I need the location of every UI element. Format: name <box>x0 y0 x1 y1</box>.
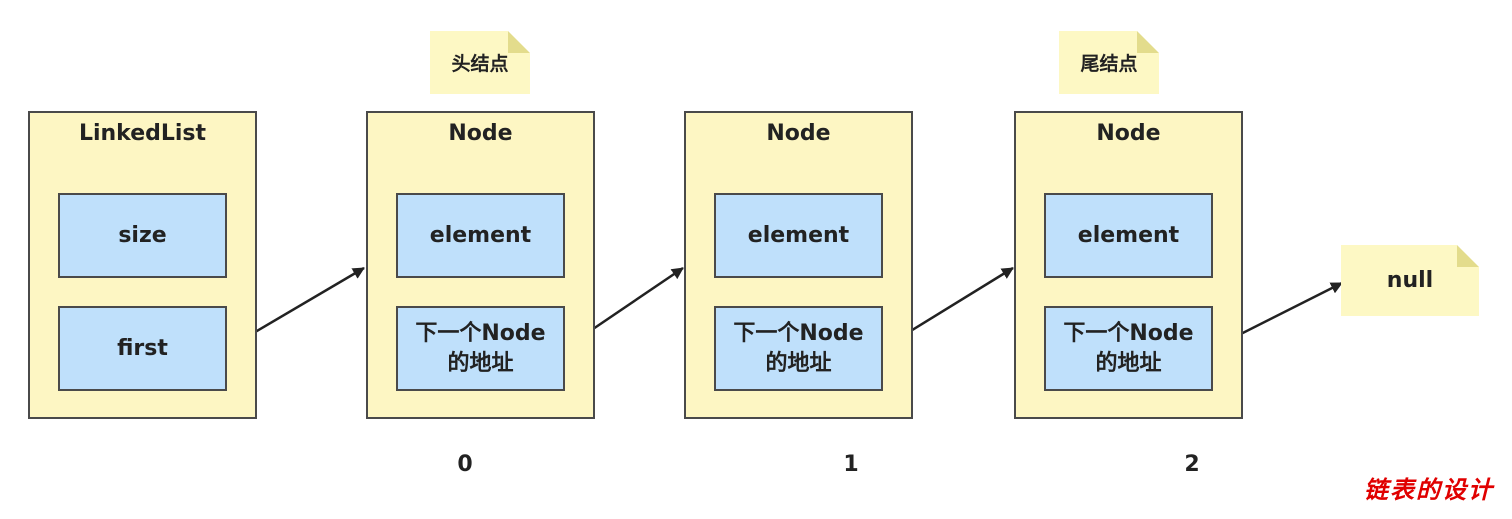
node-1-next-line2: 的地址 <box>765 350 832 376</box>
null-note: null <box>1341 245 1479 316</box>
linkedlist-title: LinkedList <box>78 121 207 146</box>
node-1-element: element <box>714 193 883 278</box>
node-0-index: 0 <box>457 452 473 477</box>
node-0-element: element <box>396 193 565 278</box>
tail-node-note: 尾结点 <box>1059 31 1159 94</box>
null-note-text: null <box>1386 268 1434 293</box>
node-2-next-line1: 下一个Node <box>1063 320 1194 346</box>
size-field: size <box>58 193 227 278</box>
node-1-box: Node element 下一个Node 的地址 <box>684 111 913 419</box>
node-2-element: element <box>1044 193 1213 278</box>
node-2-title: Node <box>1096 121 1161 146</box>
node-0-title: Node <box>448 121 513 146</box>
tail-node-note-text: 尾结点 <box>1080 53 1138 75</box>
note-fold-corner <box>1457 245 1479 267</box>
node-0-next-line2: 的地址 <box>447 350 514 376</box>
note-fold-corner <box>508 31 530 53</box>
node-1-next: 下一个Node 的地址 <box>714 306 883 391</box>
node-1-next-line1: 下一个Node <box>733 320 864 346</box>
node-1-title: Node <box>766 121 831 146</box>
node-0-box: Node element 下一个Node 的地址 <box>366 111 595 419</box>
watermark: 链表的设计 <box>1364 475 1494 504</box>
head-node-note-text: 头结点 <box>451 53 509 75</box>
head-node-note: 头结点 <box>430 31 530 94</box>
node-2-next: 下一个Node 的地址 <box>1044 306 1213 391</box>
node-2-box: Node element 下一个Node 的地址 <box>1014 111 1243 419</box>
node-2-next-line2: 的地址 <box>1095 350 1162 376</box>
note-fold-corner <box>1137 31 1159 53</box>
node-2-index: 2 <box>1184 452 1200 477</box>
first-field: first <box>58 306 227 391</box>
node-0-next: 下一个Node 的地址 <box>396 306 565 391</box>
linkedlist-box: LinkedList size first <box>28 111 257 419</box>
node-1-index: 1 <box>843 452 859 477</box>
node-0-next-line1: 下一个Node <box>415 320 546 346</box>
